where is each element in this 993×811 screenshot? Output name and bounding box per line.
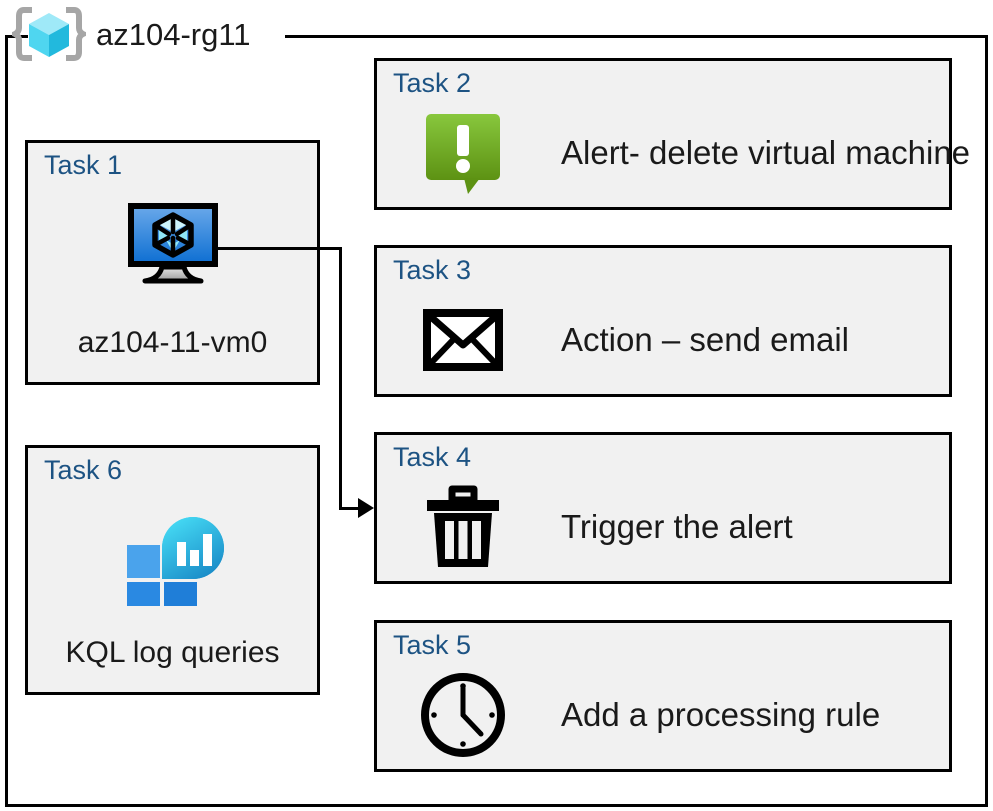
alert-bubble-icon — [417, 112, 509, 194]
resource-group-border-left — [5, 35, 8, 807]
card-task2[interactable]: Task 2 Alert- delete virtual machin — [374, 58, 970, 210]
connector-segment-horizontal-bottom — [339, 507, 364, 510]
envelope-icon — [417, 309, 509, 371]
task2-text: Alert- delete virtual machine — [561, 133, 971, 171]
task2-label: Task 2 — [393, 68, 472, 98]
task3-text: Action – send email — [561, 320, 849, 358]
task5-text: Add a processing rule — [561, 695, 881, 733]
resource-group-border-right — [985, 35, 988, 807]
task6-label: Task 6 — [44, 455, 123, 485]
arrowhead-right-icon — [358, 498, 374, 518]
card-task3[interactable]: Task 3 Action – send email — [374, 245, 952, 397]
resource-group-title: az104-rg11 — [96, 16, 251, 52]
clock-icon — [417, 670, 509, 760]
task4-text: Trigger the alert — [561, 507, 793, 545]
log-analytics-icon — [119, 506, 227, 615]
card-task6[interactable]: Task 6 — [25, 445, 320, 695]
resource-group-header: az104-rg11 — [8, 4, 251, 64]
task4-label: Task 4 — [393, 442, 472, 472]
connector-segment-vertical — [339, 247, 342, 509]
card-task1[interactable]: Task 1 — [25, 140, 320, 385]
virtual-machine-icon — [121, 201, 225, 292]
task1-label: Task 1 — [44, 150, 123, 180]
task1-text: az104-11-vm0 — [77, 326, 268, 359]
resource-group-border-bottom — [5, 804, 988, 807]
task3-label: Task 3 — [393, 255, 472, 285]
task5-label: Task 5 — [393, 630, 472, 660]
resource-group-icon — [8, 6, 90, 62]
card-task4[interactable]: Task 4 Trigger the alert — [374, 432, 952, 584]
resource-group-border-top-right — [285, 35, 988, 38]
trash-icon — [417, 485, 509, 569]
card-task5[interactable]: Task 5 Add a processing rule — [374, 620, 952, 772]
connector-segment-horizontal-top — [216, 247, 342, 250]
task6-text: KQL log queries — [65, 636, 280, 669]
